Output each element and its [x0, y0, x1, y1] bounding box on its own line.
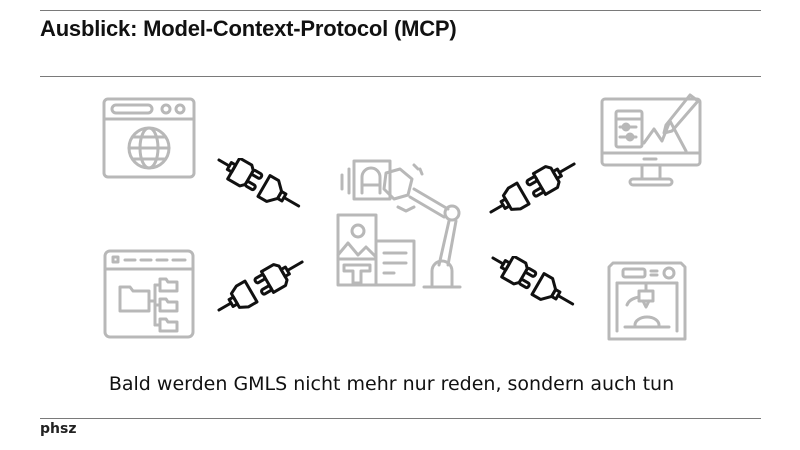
footer-rule	[40, 418, 761, 419]
plug-connector-top-left-icon	[214, 158, 314, 214]
top-rule	[40, 10, 761, 11]
monitor-design-pencil-icon	[600, 91, 702, 187]
plug-connector-top-right-icon	[486, 158, 586, 214]
plug-connector-bottom-right-icon	[488, 256, 588, 312]
title-rule	[40, 76, 761, 77]
3d-printer-icon	[607, 261, 687, 343]
footer-logo-text: phsz	[40, 421, 77, 437]
slide-title: Ausblick: Model-Context-Protocol (MCP)	[40, 16, 457, 41]
file-tree-window-icon	[103, 249, 195, 341]
plug-connector-bottom-left-icon	[214, 256, 314, 312]
robot-arm-icon	[336, 155, 468, 291]
web-browser-globe-icon	[102, 97, 196, 179]
slide-caption: Bald werden GMLS nicht mehr nur reden, s…	[108, 373, 675, 395]
